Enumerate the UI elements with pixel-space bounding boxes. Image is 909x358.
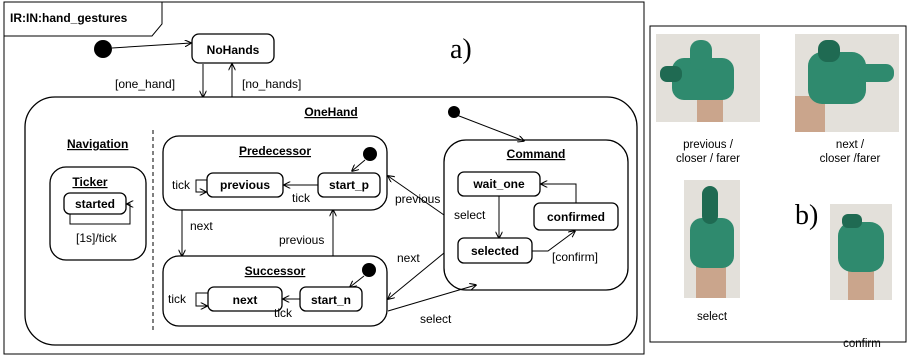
state-selected-label: selected xyxy=(471,244,519,258)
transition-previous-self-tick-label: tick xyxy=(172,178,191,192)
state-start-n-label: start_n xyxy=(311,293,351,307)
gesture-caption-confirm: confirm xyxy=(843,338,881,350)
successor-initial-transition xyxy=(350,275,365,287)
initial-node xyxy=(94,40,112,58)
state-previous-label: previous xyxy=(220,178,270,192)
state-command-label: Command xyxy=(507,147,566,161)
gesture-caption-select: select xyxy=(697,311,728,323)
transition-one-hand-label: [one_hand] xyxy=(115,77,175,91)
gesture-panel: b) previous / closer / farer next / clos… xyxy=(649,25,907,350)
frame-title: IR:IN:hand_gestures xyxy=(10,11,128,25)
state-successor-label: Successor xyxy=(245,264,306,278)
gesture-photo-next xyxy=(795,34,899,132)
successor-initial-node xyxy=(362,263,376,277)
state-started-label: started xyxy=(75,197,115,211)
transition-tick-to-previous-label: tick xyxy=(292,191,311,205)
state-ticker-label: Ticker xyxy=(72,175,107,189)
panel-b-label: b) xyxy=(795,200,818,231)
transition-no-hands-label: [no_hands] xyxy=(242,77,301,91)
transition-select-cmd xyxy=(387,285,476,312)
predecessor-initial-transition xyxy=(352,159,366,171)
transition-tick-to-next-label: tick xyxy=(274,306,293,320)
state-next xyxy=(207,286,283,312)
state-nohands xyxy=(191,33,275,64)
gesture-caption-previous-line2: closer / farer xyxy=(676,153,740,165)
region-navigation-label: Navigation xyxy=(67,137,128,151)
state-start-p-label: start_p xyxy=(329,178,369,192)
state-confirmed-label: confirmed xyxy=(547,210,605,224)
transition-confirmed-to-wait xyxy=(541,184,577,203)
state-nohands-label: NoHands xyxy=(207,43,260,57)
gesture-photo-confirm xyxy=(830,204,892,300)
transition-previous-self-tick xyxy=(195,179,207,192)
gesture-caption-next-line1: next / xyxy=(836,139,865,151)
state-previous xyxy=(206,172,284,198)
transition-next-down-label: next xyxy=(190,219,213,233)
state-wait-one-label: wait_one xyxy=(472,177,525,191)
transition-previous-cmd-label: previous xyxy=(395,192,440,206)
transition-tick-loop xyxy=(69,204,130,225)
transition-next-self-tick xyxy=(195,292,208,306)
transition-tick-loop-label: [1s]/tick xyxy=(76,231,118,245)
transition-confirm-label: [confirm] xyxy=(552,250,598,264)
transition-previous-cmd xyxy=(388,176,445,216)
transition-select-inner-label: select xyxy=(454,208,486,222)
transition-next-cmd xyxy=(388,252,445,299)
gesture-caption-previous-line1: previous / xyxy=(683,139,734,151)
gesture-caption-next-line2: closer /farer xyxy=(820,153,881,165)
transition-to-command xyxy=(453,113,524,141)
state-next-label: next xyxy=(233,293,258,307)
predecessor-initial-node xyxy=(363,147,377,161)
state-diagram: IR:IN:hand_gestures a) NoHands [one_hand… xyxy=(3,1,645,355)
frame-tab xyxy=(3,1,163,37)
transition-previous-up-label: previous xyxy=(279,233,324,247)
initial-transition xyxy=(111,43,191,49)
transition-select-cmd-label: select xyxy=(420,312,452,326)
panel-a-label: a) xyxy=(450,34,472,65)
gesture-photo-select xyxy=(684,180,740,298)
transition-next-cmd-label: next xyxy=(397,251,420,265)
transition-confirm xyxy=(532,231,575,252)
transition-next-self-tick-label: tick xyxy=(168,292,187,306)
state-onehand-label: OneHand xyxy=(304,105,357,119)
gesture-photo-previous xyxy=(656,34,760,122)
state-started xyxy=(63,192,127,215)
state-predecessor-label: Predecessor xyxy=(239,144,311,158)
command-initial-node xyxy=(448,106,460,118)
